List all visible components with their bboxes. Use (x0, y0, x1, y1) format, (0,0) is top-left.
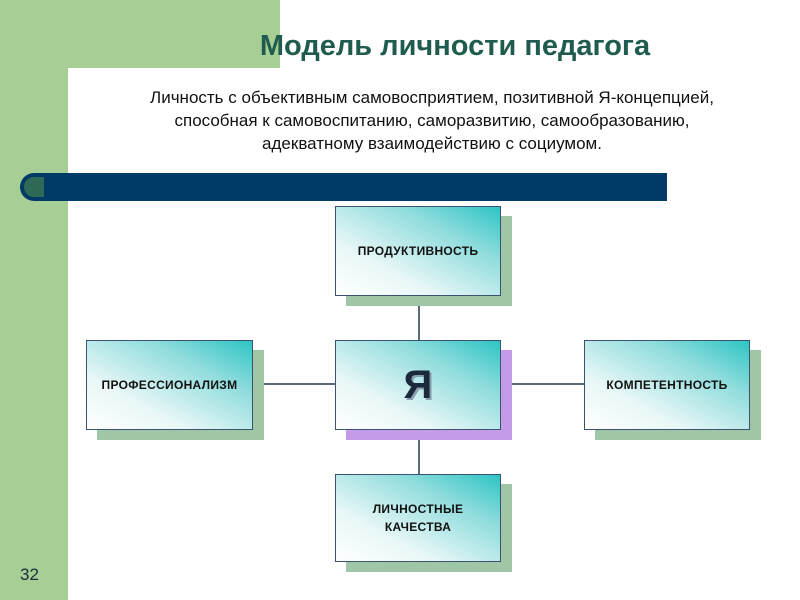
subtitle-line-3: адекватному взаимодействию с социумом. (262, 134, 602, 153)
slide-title: Модель личности педагога (259, 30, 651, 62)
box-personal-qualities: ЛИЧНОСТНЫЕ КАЧЕСТВА (335, 474, 512, 572)
box-self: Я (335, 340, 512, 440)
box-personal-qualities-line-2: КАЧЕСТВА (384, 520, 452, 534)
divider-bar (20, 173, 667, 201)
subtitle-line-1: Личность с объективным самовосприятием, … (150, 88, 714, 107)
box-professionalism: ПРОФЕССИОНАЛИЗМ (86, 340, 264, 440)
slide-subtitle: Личность с объективным самовосприятием, … (82, 86, 782, 155)
box-competence-label: КОМПЕТЕНТНОСТЬ (584, 340, 750, 430)
divider-bar-cap (24, 177, 44, 197)
green-side-band (0, 0, 68, 600)
connector-bottom (418, 430, 420, 474)
box-professionalism-label: ПРОФЕССИОНАЛИЗМ (86, 340, 253, 430)
green-top-band (0, 0, 280, 68)
box-productivity: ПРОДУКТИВНОСТЬ (335, 206, 512, 306)
box-personal-qualities-label: ЛИЧНОСТНЫЕ КАЧЕСТВА (335, 474, 501, 562)
box-personal-qualities-line-1: ЛИЧНОСТНЫЕ (372, 502, 464, 516)
subtitle-line-2: способная к самовоспитанию, саморазвитию… (174, 111, 690, 130)
box-self-label: Я (335, 340, 501, 430)
box-competence: КОМПЕТЕНТНОСТЬ (584, 340, 761, 440)
connector-left (253, 383, 335, 385)
box-productivity-label: ПРОДУКТИВНОСТЬ (335, 206, 501, 296)
connector-right (512, 383, 584, 385)
page-number: 32 (20, 565, 39, 584)
connector-top (418, 296, 420, 340)
